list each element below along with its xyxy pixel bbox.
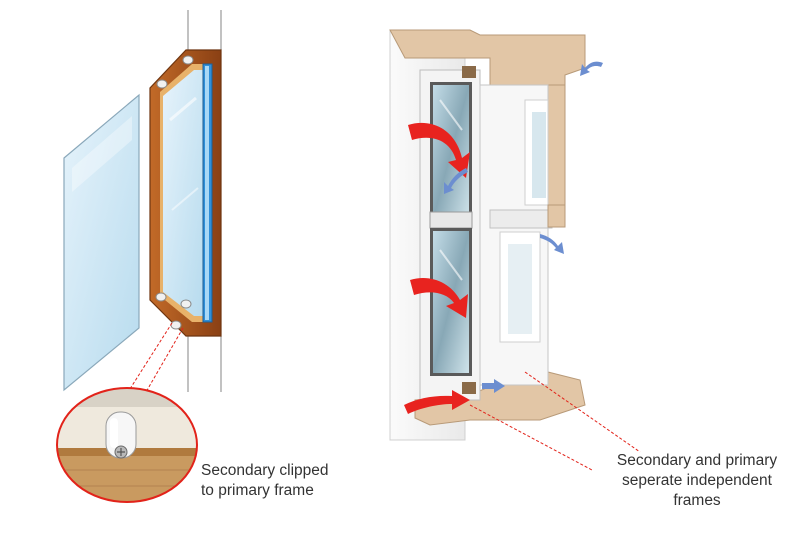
caption-right-line3: frames [673, 492, 721, 509]
caption-separate-frames: Secondary and primary seperate independe… [602, 451, 792, 511]
secondary-frame [419, 66, 481, 401]
cool-arrow-top [580, 61, 603, 76]
cool-arrow-inner [444, 168, 468, 194]
frames-leader-lines [469, 371, 641, 471]
warm-air-arrows [404, 122, 470, 414]
clip-zoom-circle [56, 387, 198, 503]
caption-right-line2: seperate independent [622, 472, 772, 489]
stone-head [389, 29, 586, 86]
caption-left-line1: Secondary clipped [201, 462, 329, 479]
primary-sash-window [479, 84, 566, 386]
caption-right-line1: Secondary and primary [616, 452, 778, 469]
secondary-glass-pane [63, 93, 140, 392]
caption-secondary-clipped: Secondary clipped to primary frame [201, 461, 401, 501]
frame-clips [155, 55, 194, 330]
cool-arrow-bottom [482, 379, 505, 393]
wall-lines [187, 10, 222, 392]
primary-wooden-frame [149, 49, 222, 337]
warm-arrow-top [408, 122, 470, 178]
caption-left-line2: to primary frame [201, 482, 314, 499]
warm-arrow-bottom [404, 390, 470, 414]
right-illustration [389, 29, 641, 471]
cool-arrow-middle [540, 234, 564, 254]
warm-arrow-middle [410, 278, 468, 318]
zoom-leader-lines [127, 322, 184, 393]
cool-air-arrows [444, 61, 603, 393]
left-illustration [56, 10, 222, 503]
